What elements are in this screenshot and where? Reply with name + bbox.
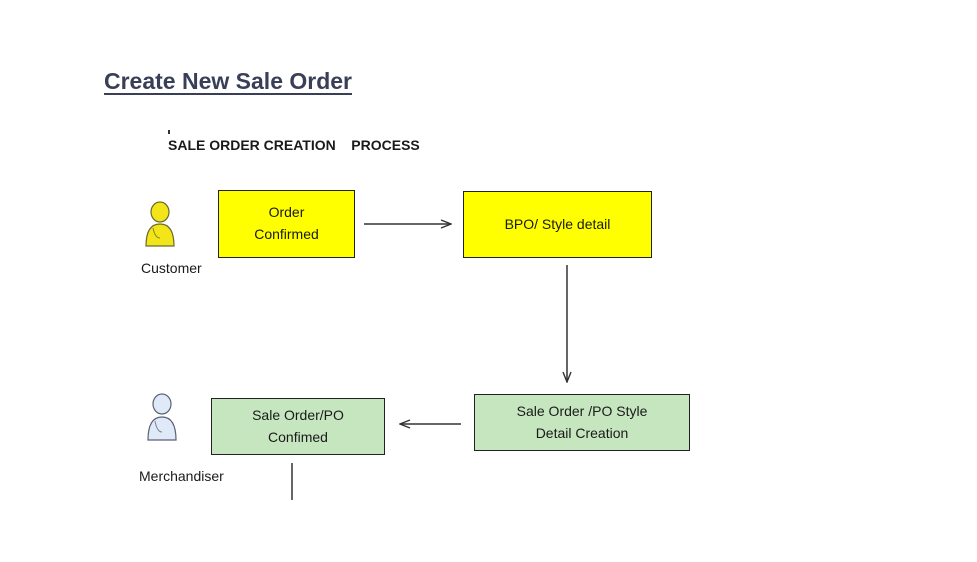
process-subtitle: SALE ORDER CREATION PROCESS bbox=[168, 137, 420, 153]
node-so-po-confirmed: Sale Order/PO Confimed bbox=[211, 398, 385, 455]
decorative-tick bbox=[168, 130, 170, 134]
page-title: Create New Sale Order bbox=[104, 68, 353, 94]
node-order-confirmed: Order Confirmed bbox=[218, 190, 355, 258]
merchandiser-label: Merchandiser bbox=[139, 468, 224, 484]
customer-person-icon bbox=[143, 198, 179, 255]
node-bpo-style-detail: BPO/ Style detail bbox=[463, 191, 652, 258]
customer-label: Customer bbox=[141, 260, 202, 276]
merchandiser-person-icon bbox=[145, 390, 181, 449]
node-so-po-style-detail-creation: Sale Order /PO Style Detail Creation bbox=[474, 394, 690, 451]
